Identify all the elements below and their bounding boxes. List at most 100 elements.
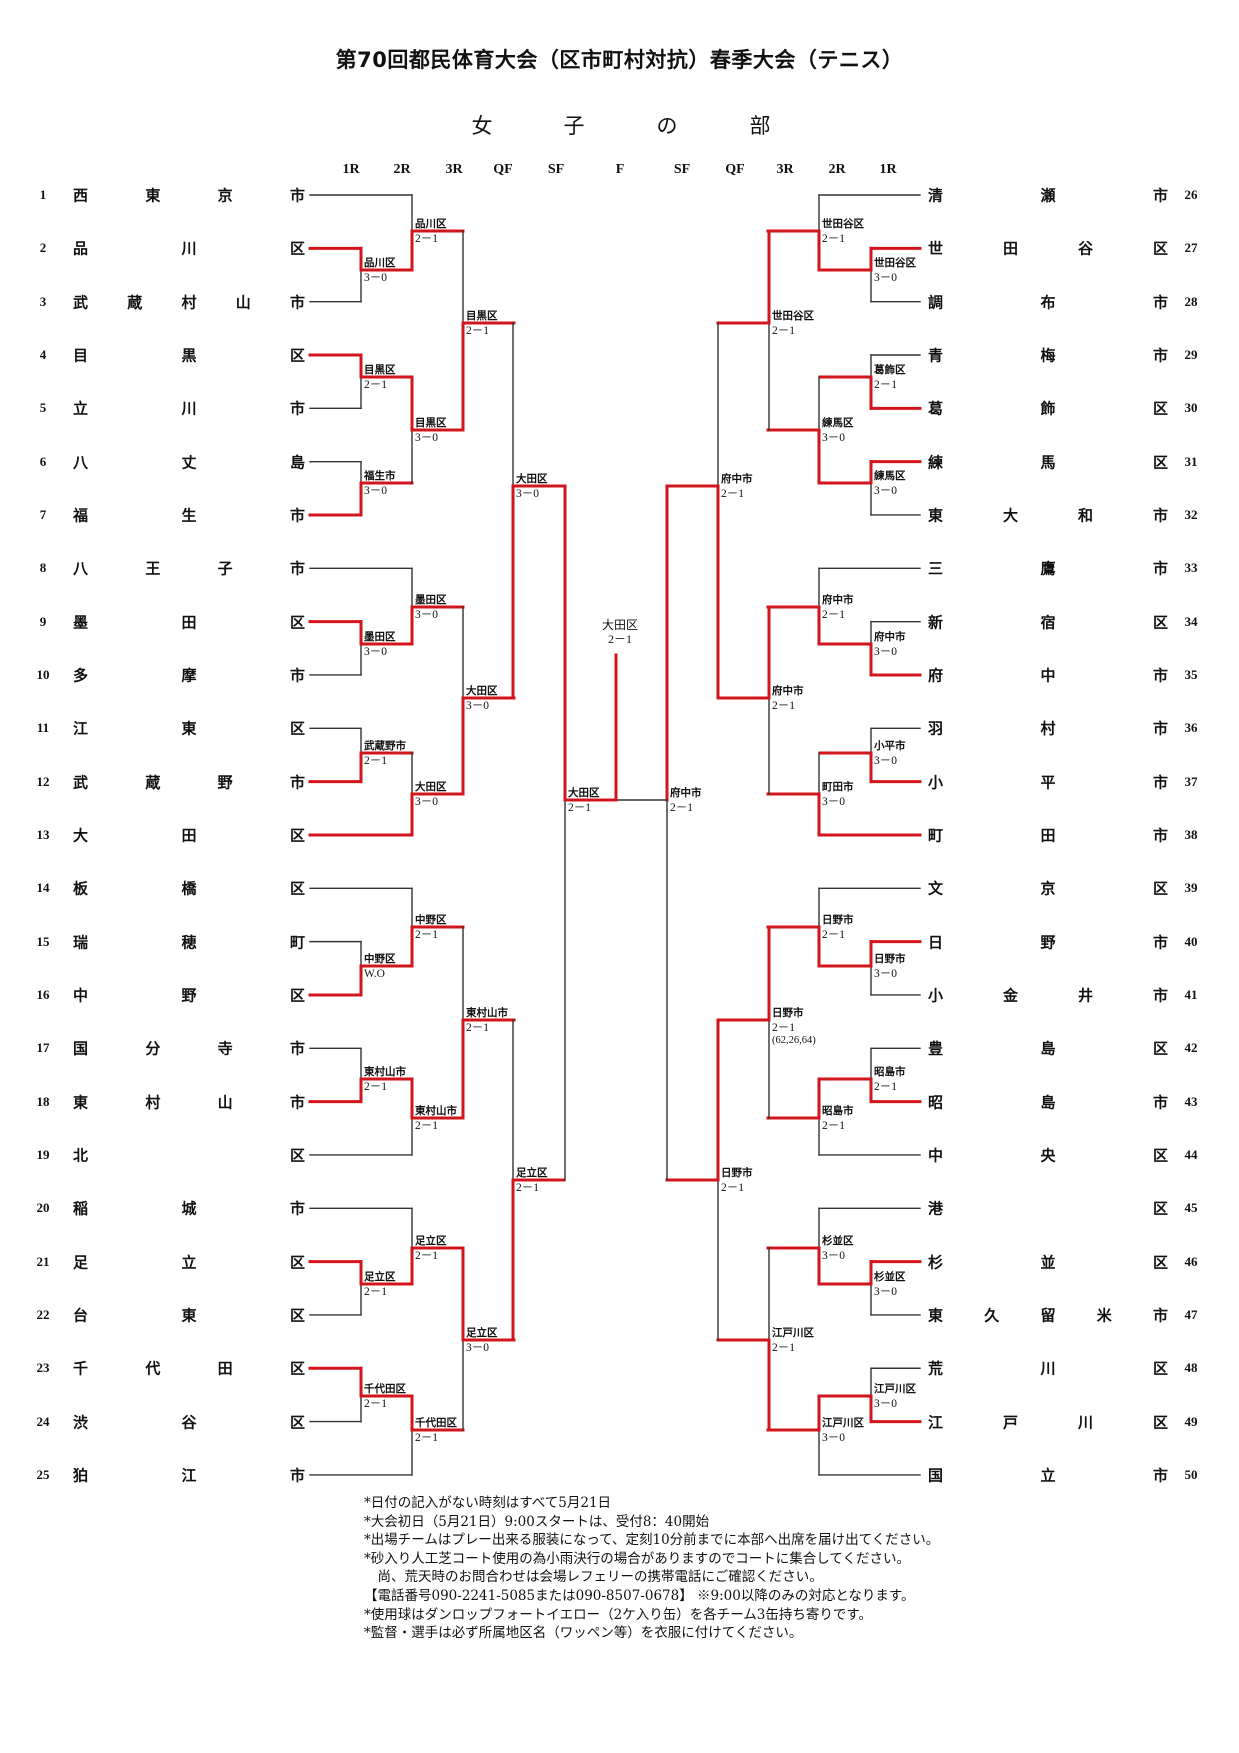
team-number: 9 bbox=[39, 613, 47, 629]
match-winner-label: 足立区 bbox=[364, 1271, 396, 1283]
team-name: 昭島市 bbox=[928, 1093, 1168, 1112]
match-winner-label: 練馬区 bbox=[874, 470, 906, 482]
team-number: 47 bbox=[1184, 1306, 1198, 1322]
team-name: 板橋区 bbox=[73, 879, 305, 898]
team-number: 2 bbox=[39, 240, 47, 256]
champion-label: 大田区 2－1 bbox=[570, 618, 670, 646]
match-winner-label: 墨田区 bbox=[415, 594, 447, 606]
match-winner-label: 足立区 bbox=[466, 1327, 498, 1339]
team-name: 杉並区 bbox=[928, 1253, 1168, 1272]
round-header-sf: SF bbox=[547, 162, 565, 177]
round-header-f: F bbox=[615, 162, 625, 177]
match-score: 3－0 bbox=[415, 609, 438, 621]
team-name: 小平市 bbox=[928, 773, 1168, 792]
match-winner-label: 府中市 bbox=[721, 473, 753, 485]
round-header-sf: SF bbox=[673, 162, 691, 177]
match-winner-label: 府中市 bbox=[670, 787, 702, 799]
team-name: 福生市 bbox=[73, 506, 305, 525]
team-number: 23 bbox=[36, 1360, 50, 1376]
note-line: *日付の記入がない時刻はすべて5月21日 bbox=[364, 1495, 612, 1511]
team-number: 11 bbox=[36, 720, 50, 736]
match-winner-label: 品川区 bbox=[364, 257, 396, 269]
team-name: 台東区 bbox=[73, 1306, 305, 1325]
team-number: 33 bbox=[1184, 560, 1198, 576]
team-name: 港区 bbox=[928, 1199, 1168, 1218]
team-name: 豊島区 bbox=[928, 1039, 1168, 1058]
team-name: 北区 bbox=[73, 1146, 305, 1165]
match-score: 2－1 bbox=[415, 1432, 438, 1444]
match-winner-label: 小平市 bbox=[874, 740, 906, 752]
match-score: 3－0 bbox=[364, 485, 387, 497]
team-number: 45 bbox=[1184, 1200, 1198, 1216]
match-winner-label: 墨田区 bbox=[364, 631, 396, 643]
match-score: 2－1 bbox=[721, 1182, 744, 1194]
match-score: 2－1 bbox=[466, 325, 489, 337]
team-name: 多摩市 bbox=[73, 666, 305, 685]
subtitle-char: の bbox=[656, 114, 678, 138]
team-number: 40 bbox=[1184, 933, 1198, 949]
match-winner-label: 武蔵野市 bbox=[364, 740, 406, 752]
match-winner-label: 大田区 bbox=[568, 787, 600, 799]
match-winner-label: 大田区 bbox=[466, 685, 498, 697]
match-winner-label: 杉並区 bbox=[874, 1271, 906, 1283]
match-score: 2－1 bbox=[874, 1081, 897, 1093]
team-number: 39 bbox=[1184, 880, 1198, 896]
match-score: 2－1 bbox=[415, 1120, 438, 1132]
team-number: 37 bbox=[1184, 773, 1198, 789]
team-number: 25 bbox=[36, 1466, 50, 1482]
team-name: 目黒区 bbox=[73, 346, 305, 365]
team-number: 36 bbox=[1184, 720, 1198, 736]
match-winner-label: 江戸川区 bbox=[874, 1383, 916, 1395]
team-name: 清瀬市 bbox=[928, 186, 1168, 205]
match-score: 3－0 bbox=[874, 968, 897, 980]
match-winner-label: 世田谷区 bbox=[822, 218, 864, 230]
match-score: 3－0 bbox=[364, 646, 387, 658]
team-name: 武蔵野市 bbox=[73, 773, 305, 792]
team-number: 43 bbox=[1184, 1093, 1198, 1109]
match-score: 2－1 bbox=[568, 802, 591, 814]
team-number: 17 bbox=[36, 1040, 50, 1056]
match-score: 2－1 bbox=[364, 379, 387, 391]
match-winner-label: 大田区 bbox=[415, 781, 447, 793]
subtitle-char: 女 bbox=[471, 114, 493, 138]
match-winner-label: 中野区 bbox=[364, 953, 396, 965]
match-score: 2－1 bbox=[364, 755, 387, 767]
team-number: 30 bbox=[1184, 400, 1198, 416]
round-header-1r: 1R bbox=[879, 162, 897, 177]
team-name: 墨田区 bbox=[73, 613, 305, 632]
team-number: 22 bbox=[36, 1306, 50, 1322]
match-score: 2－1 bbox=[721, 488, 744, 500]
team-number: 18 bbox=[36, 1093, 50, 1109]
team-name: 三鷹市 bbox=[928, 559, 1168, 578]
match-winner-label: 東村山市 bbox=[415, 1105, 457, 1117]
match-score: 3－0 bbox=[822, 796, 845, 808]
match-score: 2－1 bbox=[415, 929, 438, 941]
team-name: 小金井市 bbox=[928, 986, 1168, 1005]
team-number: 26 bbox=[1184, 187, 1198, 202]
match-score: 3－0 bbox=[874, 1398, 897, 1410]
match-score: 3－0 bbox=[874, 646, 897, 658]
team-name: 荒川区 bbox=[928, 1359, 1168, 1378]
team-number: 50 bbox=[1184, 1466, 1198, 1482]
team-number: 46 bbox=[1184, 1253, 1198, 1269]
round-header-qf: QF bbox=[493, 162, 513, 177]
round-header-2r: 2R bbox=[828, 162, 846, 177]
match-winner-label: 府中市 bbox=[772, 685, 804, 697]
match-winner-label: 日野市 bbox=[874, 953, 906, 965]
team-number: 48 bbox=[1184, 1360, 1198, 1376]
note-line: *使用球はダンロップフォートイエロー（2ケ入り缶）を各チーム3缶持ち寄りです。 bbox=[364, 1606, 873, 1623]
match-winner-label: 練馬区 bbox=[822, 417, 854, 429]
team-number: 6 bbox=[39, 453, 47, 469]
team-number: 14 bbox=[36, 880, 50, 896]
team-name: 羽村市 bbox=[928, 719, 1168, 738]
team-name: 国分寺市 bbox=[73, 1039, 305, 1058]
team-name: 立川市 bbox=[73, 399, 305, 418]
team-number: 5 bbox=[39, 400, 47, 416]
match-winner-label: 中野区 bbox=[415, 914, 447, 926]
team-number: 38 bbox=[1184, 826, 1198, 842]
team-name: 渋谷区 bbox=[73, 1413, 305, 1432]
match-winner-label: 府中市 bbox=[822, 594, 854, 606]
team-name: 八王子市 bbox=[73, 559, 305, 578]
team-name: 八丈島 bbox=[73, 453, 305, 472]
team-number: 10 bbox=[36, 666, 50, 682]
